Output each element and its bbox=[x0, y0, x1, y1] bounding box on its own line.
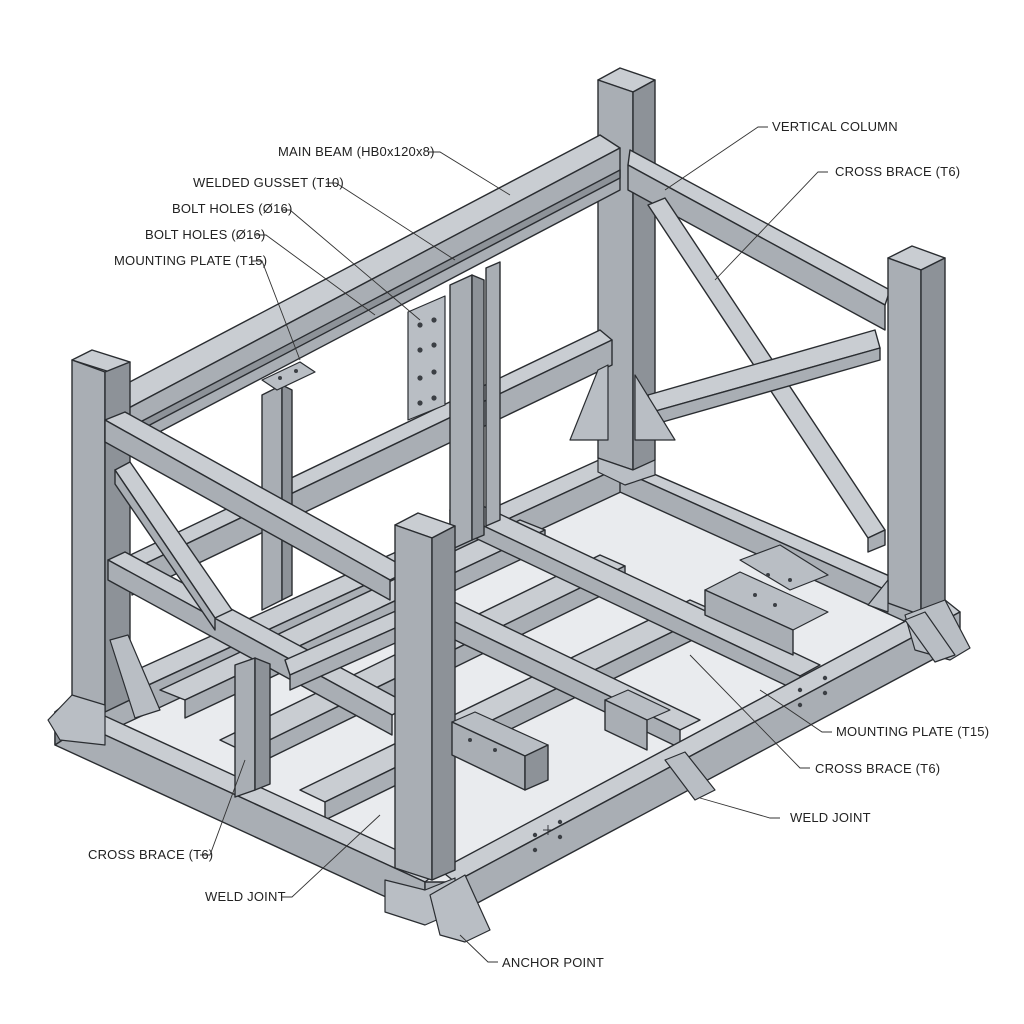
label-cross-brace-right: CROSS BRACE (T6) bbox=[815, 761, 940, 776]
label-mounting-plate-left: MOUNTING PLATE (T15) bbox=[114, 253, 267, 268]
main-beam bbox=[104, 134, 621, 451]
base-gussets bbox=[664, 611, 956, 801]
label-mounting-plate-right: MOUNTING PLATE (T15) bbox=[836, 724, 989, 739]
label-vertical-column: VERTICAL COLUMN bbox=[772, 119, 898, 134]
label-main-beam: MAIN BEAM (HB0x120x8) bbox=[278, 144, 435, 159]
cross-brace-left bbox=[109, 461, 233, 719]
vertical-column-right bbox=[867, 245, 971, 661]
mounting-plate-top bbox=[261, 361, 316, 391]
label-bolt-holes-2: BOLT HOLES (Ø16) bbox=[145, 227, 265, 242]
vertical-column-front bbox=[384, 512, 491, 943]
label-welded-gusset: WELDED GUSSET (T10) bbox=[193, 175, 344, 190]
welded-gusset bbox=[407, 295, 446, 421]
side-post-left bbox=[234, 657, 271, 798]
vertical-column-left bbox=[47, 349, 131, 746]
cross-brace-mid bbox=[284, 609, 403, 691]
label-bolt-holes-1: BOLT HOLES (Ø16) bbox=[172, 201, 292, 216]
label-weld-joint-right: WELD JOINT bbox=[790, 810, 871, 825]
label-cross-brace-top-right: CROSS BRACE (T6) bbox=[835, 164, 960, 179]
ground-shadow bbox=[60, 460, 960, 910]
leader-lines bbox=[200, 126, 832, 963]
label-cross-brace-bottom-left: CROSS BRACE (T6) bbox=[88, 847, 213, 862]
label-anchor-point: ANCHOR POINT bbox=[502, 955, 604, 970]
mounting-bracket-front bbox=[451, 711, 549, 791]
mounting-plate-right bbox=[704, 544, 829, 656]
gusset-rear-column bbox=[569, 364, 676, 441]
front-beam-bolt-holes bbox=[532, 675, 828, 853]
label-weld-joint-bottom-left: WELD JOINT bbox=[205, 889, 286, 904]
bracket-center bbox=[604, 689, 671, 751]
top-beam-right bbox=[627, 149, 891, 331]
